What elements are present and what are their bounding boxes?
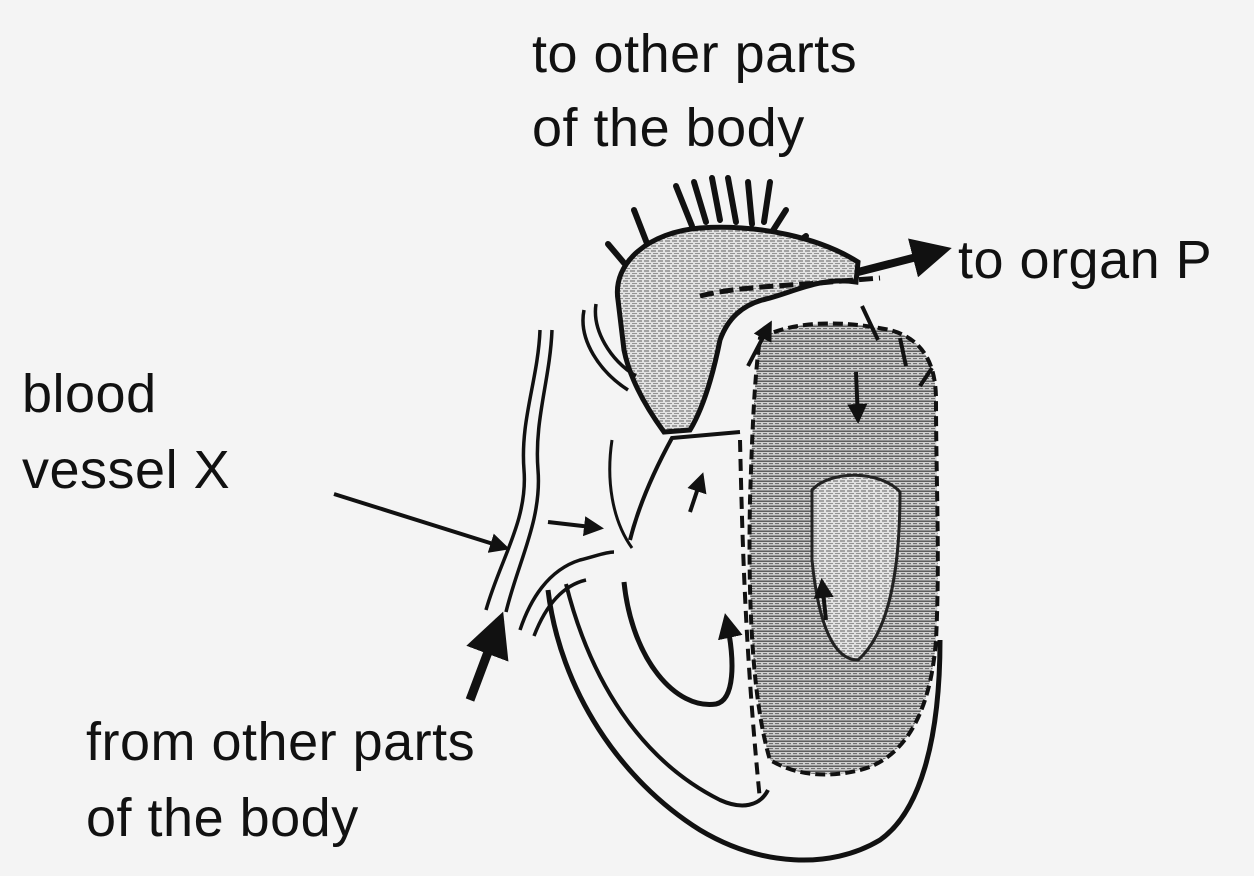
right-atrium (630, 432, 740, 540)
label-to-other-parts-line2: of the body (532, 96, 805, 160)
right-ventricle-flow (624, 582, 732, 704)
label-from-other-parts-line1: from other parts (86, 710, 475, 774)
right-atrium-inner (610, 440, 632, 548)
label-blood-vessel-x-line2: vessel X (22, 438, 230, 502)
vessel-x-pointer (334, 494, 506, 548)
right-ventricle-wall (566, 584, 768, 805)
label-to-other-parts-line1: to other parts (532, 22, 857, 86)
blood-vessel-x (486, 330, 552, 612)
label-blood-vessel-x-line1: blood (22, 362, 157, 426)
inflow-arrow (470, 620, 500, 700)
label-from-other-parts-line2: of the body (86, 786, 359, 850)
organ-p-arrow (858, 250, 944, 272)
label-to-organ-p: to organ P (958, 228, 1212, 292)
